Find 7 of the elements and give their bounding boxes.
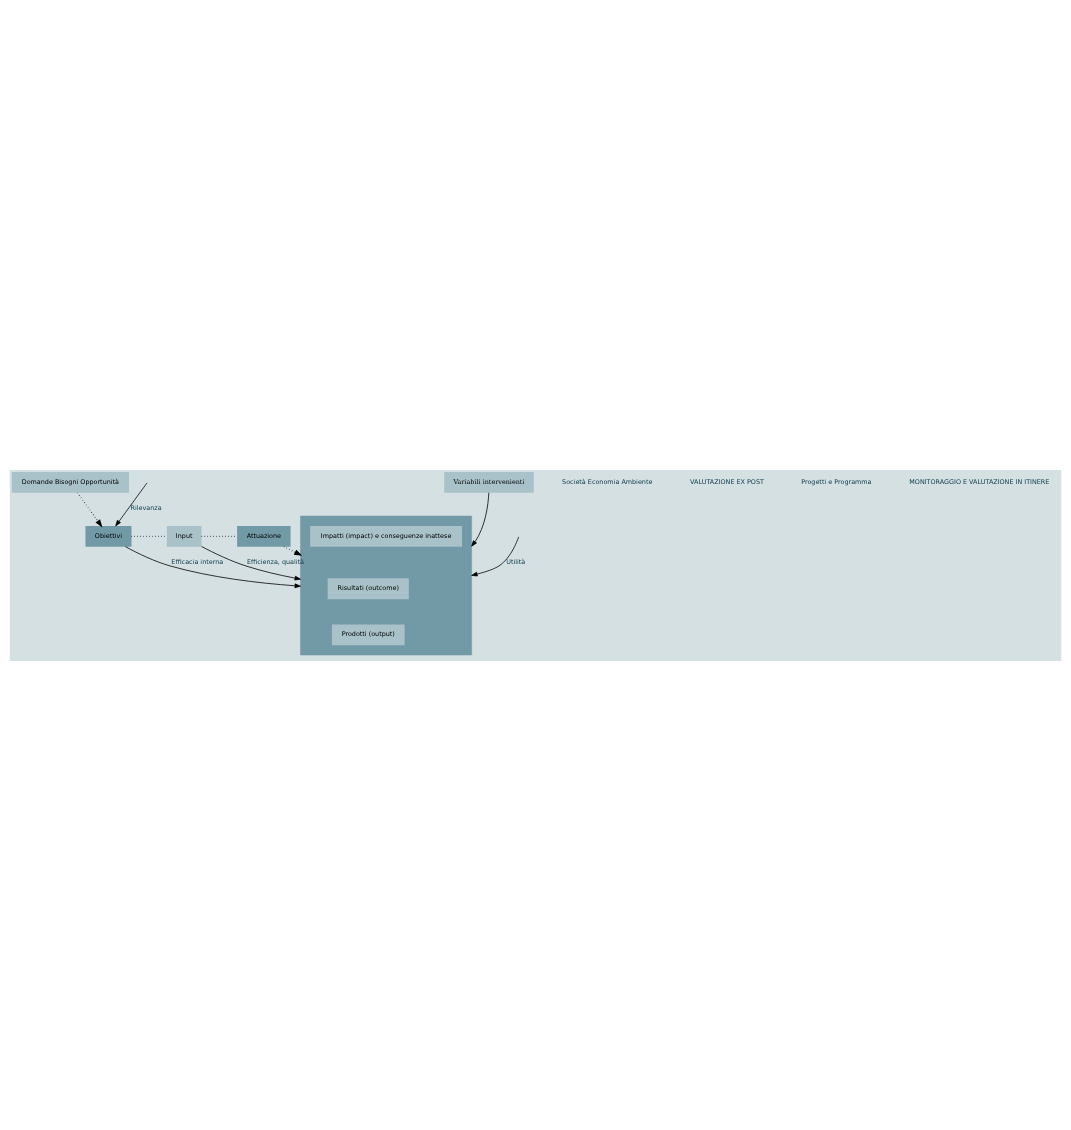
arrow	[115, 482, 148, 526]
arrow	[76, 491, 103, 527]
arrow	[471, 535, 520, 576]
arrow	[125, 545, 301, 588]
arrow	[201, 545, 301, 580]
arrow	[471, 491, 490, 547]
arrow	[283, 545, 303, 556]
